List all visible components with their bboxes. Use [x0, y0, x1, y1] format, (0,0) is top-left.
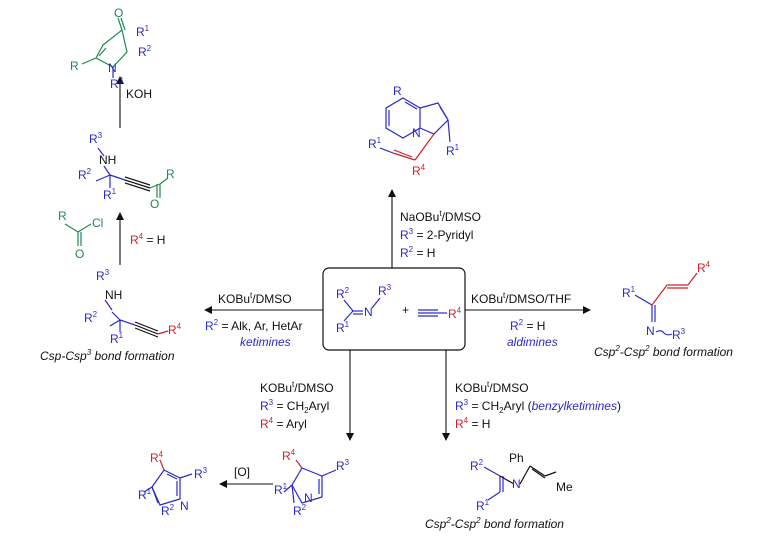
- pyrroline-n: N: [304, 491, 313, 505]
- right-caption: Csp2-Csp2 bond formation: [594, 344, 733, 359]
- top-product: R N R1 R1 R4: [368, 84, 460, 178]
- left-r2: R2: [84, 310, 98, 325]
- pyrrolone-r3: R3: [110, 76, 124, 91]
- br-ph: Ph: [509, 451, 524, 465]
- br-r2: R2: [470, 458, 484, 473]
- center-n: N: [364, 305, 373, 319]
- bl-cond1: R3 = CH2Aryl: [260, 398, 329, 415]
- oxidation-label: [O]: [234, 465, 250, 479]
- left-class: ketimines: [240, 335, 291, 349]
- pyrrolone-r: R: [70, 59, 79, 73]
- br-n: N: [512, 477, 521, 491]
- pyrrolone-r1: R1: [136, 24, 150, 39]
- right-r1: R1: [622, 285, 636, 300]
- right-cond: R2 = H: [510, 318, 545, 333]
- ynone-nh: NH: [99, 153, 116, 167]
- pyrrole-r4: R4: [150, 450, 164, 465]
- pyrrole-r3: R3: [194, 466, 208, 481]
- left-r4: R4: [168, 322, 182, 337]
- left-product: R3 NH R2 R1 R4: [84, 268, 182, 346]
- top-r1a: R1: [368, 136, 382, 151]
- ynone-r2: R2: [78, 167, 92, 182]
- ynone-r: R: [166, 167, 175, 181]
- pyrroline-r3: R3: [336, 458, 350, 473]
- pyrrolone-r2: R2: [138, 44, 152, 59]
- left-r1: R1: [110, 331, 124, 346]
- top-r: R: [393, 84, 402, 98]
- acyl-chloride: R Cl O: [58, 209, 103, 261]
- left-nh: NH: [105, 288, 122, 302]
- top-n: N: [412, 126, 421, 140]
- br-r1: R1: [476, 498, 490, 513]
- ynone-r3: R3: [89, 131, 103, 146]
- bl-cond2: R4 = Aryl: [260, 416, 307, 431]
- br-product: Ph R2 N R1 Me: [470, 451, 573, 513]
- br-me: Me: [556, 480, 573, 494]
- koh-reagent: KOH: [126, 87, 152, 101]
- top-r4: R4: [412, 163, 426, 178]
- pyrrole-r1: R1: [138, 487, 152, 502]
- acyl-r: R: [58, 209, 67, 223]
- pyrrole-product: R4 R1 N R3 R2: [138, 450, 208, 518]
- leftup-cond: R4 = H: [130, 232, 165, 247]
- top-r1b: R1: [446, 143, 460, 158]
- pyrrole-n: N: [180, 499, 189, 513]
- pyrrolone-o: O: [114, 6, 123, 20]
- br-caption: Csp2-Csp2 bond formation: [425, 516, 564, 531]
- center-r2: R2: [336, 286, 350, 301]
- pyrroline-product: R4 R1 N R3 R2: [274, 448, 350, 518]
- ynone-o: O: [150, 197, 159, 211]
- pyrroline-r1: R1: [274, 482, 288, 497]
- top-cond1: R3 = 2-Pyridyl: [400, 227, 473, 242]
- top-reagent: NaOBut/DMSO: [400, 209, 481, 224]
- right-reagent: KOBut/DMSO/THF: [471, 291, 571, 306]
- pyrrolone-product: O R1 R2 R N R3: [70, 6, 152, 91]
- pyrroline-r4: R4: [282, 448, 296, 463]
- right-product: R1 N R3 R4: [622, 260, 711, 342]
- top-cond2: R2 = H: [400, 245, 435, 260]
- ynone-product: R3 NH R2 R1 R O: [78, 131, 175, 211]
- left-r3: R3: [96, 268, 110, 283]
- center-box: [322, 267, 466, 351]
- center-r3: R3: [378, 283, 392, 298]
- center-r1: R1: [336, 320, 350, 335]
- right-r4: R4: [697, 260, 711, 275]
- pyrrole-r2: R2: [161, 503, 175, 518]
- acyl-cl: Cl: [92, 216, 103, 230]
- center-r4: R4: [448, 306, 462, 321]
- br-cond2: R4 = H: [455, 416, 490, 431]
- pyrroline-r2: R2: [293, 503, 307, 518]
- left-caption: Csp-Csp3 bond formation: [40, 348, 175, 363]
- acyl-o: O: [75, 247, 84, 261]
- right-r3: R3: [672, 327, 686, 342]
- pyrrolone-n: N: [108, 61, 117, 75]
- right-class: aldimines: [507, 335, 558, 349]
- br-reagent: KOBut/DMSO: [455, 380, 529, 395]
- left-cond: R2 = Alk, Ar, HetAr: [205, 318, 303, 333]
- left-reagent: KOBut/DMSO: [218, 291, 292, 306]
- center-alkyne: R4: [418, 306, 462, 321]
- br-cond1: R3 = CH2Aryl (benzylketimines): [455, 398, 621, 415]
- ynone-r1: R1: [103, 187, 117, 202]
- right-n: N: [646, 324, 655, 338]
- center-plus: +: [402, 303, 409, 317]
- bl-reagent: KOBut/DMSO: [260, 380, 334, 395]
- center-imine: R2 R1 N R3: [336, 283, 392, 335]
